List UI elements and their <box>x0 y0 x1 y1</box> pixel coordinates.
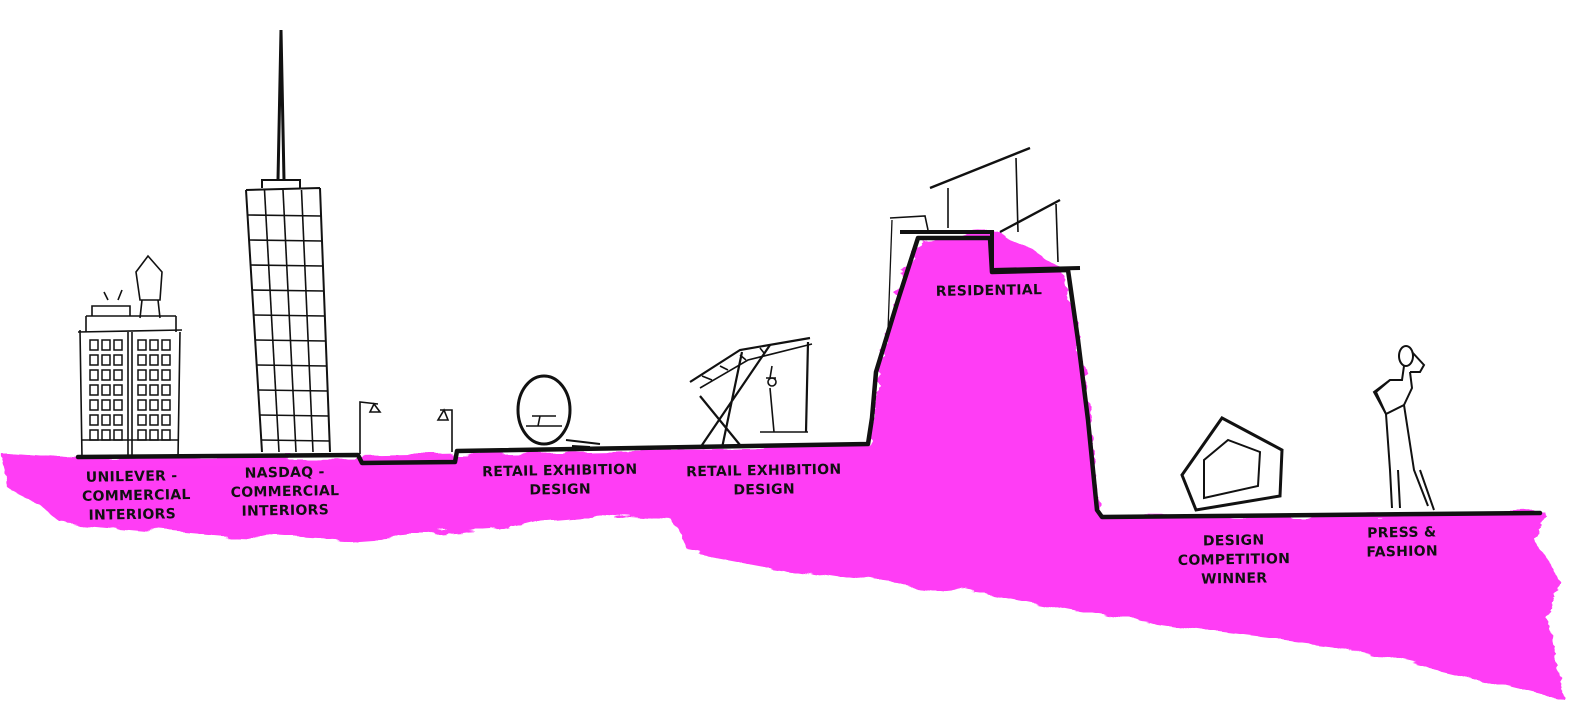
brick-building-icon <box>78 256 182 458</box>
project-label-residential[interactable]: RESIDENTIAL <box>930 281 1048 302</box>
egg-chair-icon <box>518 376 600 447</box>
pentagon-sculpture-icon <box>1182 418 1282 510</box>
project-label-press[interactable]: PRESS & FASHION <box>1352 523 1453 563</box>
project-label-competition[interactable]: DESIGN COMPETITION WINNER <box>1150 531 1319 591</box>
street-lamp-icon <box>360 402 452 454</box>
fashion-figure-icon <box>1374 346 1434 510</box>
project-label-retail-1[interactable]: RETAIL EXHIBITION DESIGN <box>480 461 641 502</box>
project-label-nasdaq[interactable]: NASDAQ - COMMERCIAL INTERIORS <box>230 463 341 522</box>
project-label-unilever[interactable]: UNILEVER - COMMERCIAL INTERIORS <box>82 467 183 526</box>
skyscraper-icon <box>246 30 330 452</box>
project-label-retail-2[interactable]: RETAIL EXHIBITION DESIGN <box>684 461 845 502</box>
canopy-pavilion-icon <box>690 338 812 448</box>
